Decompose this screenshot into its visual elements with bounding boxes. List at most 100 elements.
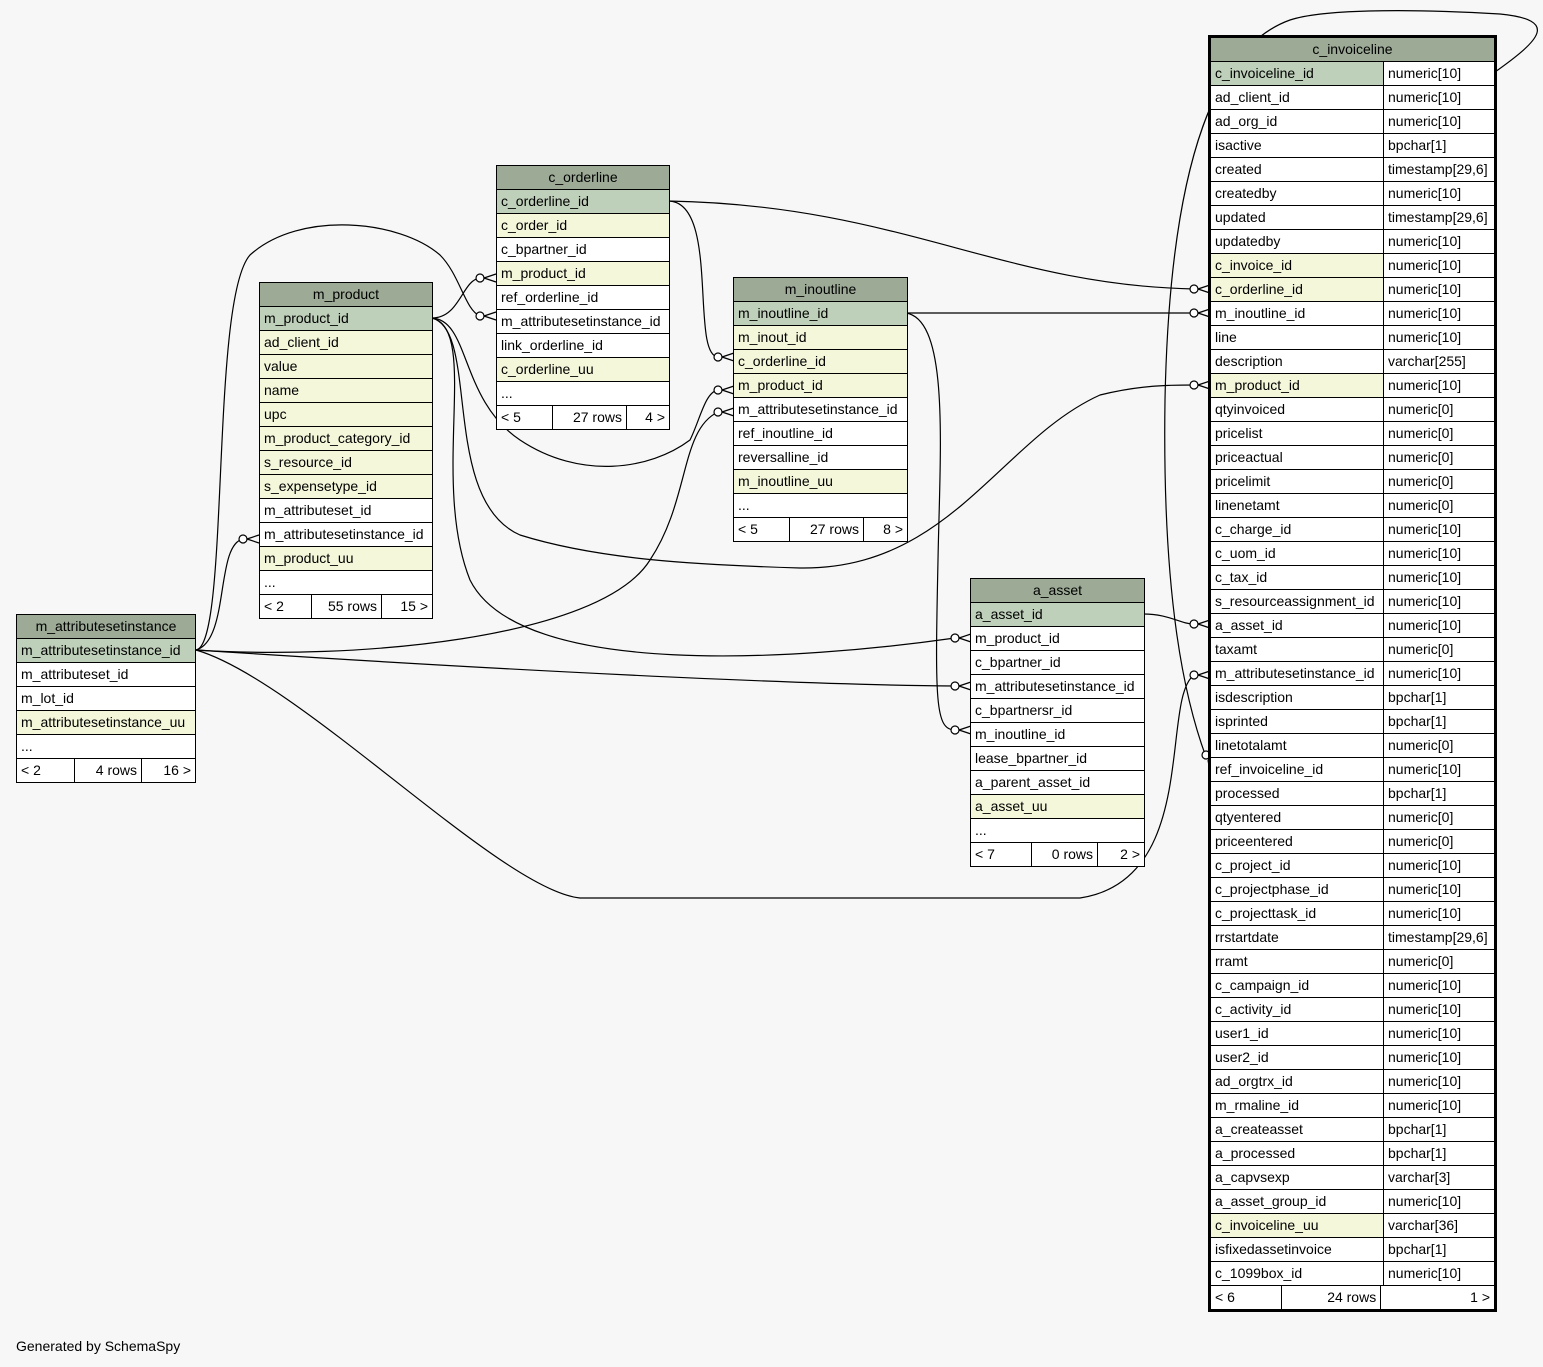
table-row[interactable]: a_asset_uu: [971, 795, 1144, 819]
table-row[interactable]: m_attributesetinstance_id: [17, 639, 195, 663]
parents-link[interactable]: < 2: [17, 759, 75, 782]
table-row[interactable]: m_inoutline_uu: [734, 470, 907, 494]
table-row[interactable]: m_product_uu: [260, 547, 432, 571]
table-row[interactable]: m_attributesetinstance_uu: [17, 711, 195, 735]
table-row[interactable]: m_attributeset_id: [260, 499, 432, 523]
table-row[interactable]: lease_bpartner_id: [971, 747, 1144, 771]
children-link[interactable]: 15 >: [400, 598, 428, 614]
table-title[interactable]: c_orderline: [497, 166, 669, 190]
table-title[interactable]: c_invoiceline: [1211, 38, 1494, 62]
children-link[interactable]: 8 >: [883, 521, 903, 537]
table-row[interactable]: ...: [497, 382, 669, 406]
table-row[interactable]: s_expensetype_id: [260, 475, 432, 499]
table-row[interactable]: m_attributeset_id: [17, 663, 195, 687]
table-row[interactable]: m_product_id: [497, 262, 669, 286]
table-row[interactable]: m_product_id: [734, 374, 907, 398]
children-link[interactable]: 1 >: [1470, 1289, 1490, 1305]
parents-link[interactable]: < 6: [1211, 1286, 1283, 1309]
table-row[interactable]: name: [260, 379, 432, 403]
table-row[interactable]: reversalline_id: [734, 446, 907, 470]
table-row[interactable]: upc: [260, 403, 432, 427]
table-row[interactable]: a_parent_asset_id: [971, 771, 1144, 795]
table-row[interactable]: c_bpartnersr_id: [971, 699, 1144, 723]
table-row[interactable]: m_inoutline_id: [971, 723, 1144, 747]
table-title[interactable]: m_attributesetinstance: [17, 615, 195, 639]
table-row[interactable]: c_orderline_id: [497, 190, 669, 214]
table-title[interactable]: m_inoutline: [734, 278, 907, 302]
table-title[interactable]: m_product: [260, 283, 432, 307]
parents-link[interactable]: < 2: [260, 595, 312, 618]
table-row[interactable]: c_order_id: [497, 214, 669, 238]
table-row[interactable]: m_attributesetinstance_id: [260, 523, 432, 547]
table-row[interactable]: m_product_id: [260, 307, 432, 331]
parents-link[interactable]: < 5: [497, 406, 553, 429]
table-row[interactable]: m_inoutline_id: [734, 302, 907, 326]
table-row[interactable]: m_product_category_id: [260, 427, 432, 451]
table-row[interactable]: ...: [734, 494, 907, 518]
table-row[interactable]: c_orderline_uu: [497, 358, 669, 382]
table-row[interactable]: c_bpartner_id: [971, 651, 1144, 675]
children-link[interactable]: 16 >: [163, 762, 191, 778]
table-row[interactable]: c_orderline_id: [734, 350, 907, 374]
table-row[interactable]: ...: [17, 735, 195, 759]
table-row[interactable]: ...: [260, 571, 432, 595]
table-row[interactable]: value: [260, 355, 432, 379]
table-row[interactable]: ref_inoutline_id: [734, 422, 907, 446]
table-row[interactable]: m_product_id: [971, 627, 1144, 651]
table-row[interactable]: ad_client_id: [260, 331, 432, 355]
table-row[interactable]: ...: [971, 819, 1144, 843]
children-link[interactable]: 4 >: [645, 409, 665, 425]
table-row[interactable]: ref_orderline_id: [497, 286, 669, 310]
table-row[interactable]: s_resource_id: [260, 451, 432, 475]
children-link[interactable]: 2 >: [1120, 846, 1140, 862]
parents-link[interactable]: < 7: [971, 843, 1032, 866]
table-row[interactable]: m_attributesetinstance_id: [734, 398, 907, 422]
